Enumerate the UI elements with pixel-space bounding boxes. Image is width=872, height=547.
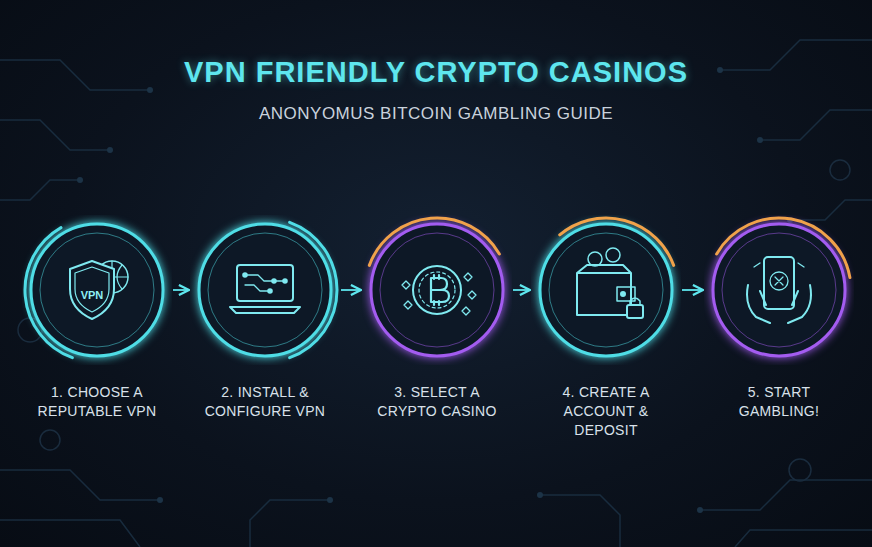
flow-arrow: [513, 289, 530, 291]
flow-arrow: [173, 289, 189, 291]
step-label: 2. INSTALL & CONFIGURE VPN: [195, 383, 335, 421]
step-icon: [70, 261, 128, 319]
step-label: 5. START GAMBLING!: [709, 383, 849, 421]
step-label: 4. CREATE A ACCOUNT & DEPOSIT: [536, 383, 676, 440]
step-icon: [230, 265, 300, 313]
step-icon: [577, 248, 643, 318]
step-node: 1. CHOOSE A REPUTABLE VPN: [22, 215, 172, 421]
step-icon: [747, 257, 811, 323]
icon-text: VPN: [81, 289, 104, 301]
subtitle: ANONYOMUS BITCOIN GAMBLING GUIDE: [0, 104, 872, 124]
step-node: 3. SELECT A CRYPTO CASINO: [362, 215, 512, 421]
step-ring: [362, 215, 512, 365]
step-node: 2. INSTALL & CONFIGURE VPN: [190, 215, 340, 421]
step-node: 4. CREATE A ACCOUNT & DEPOSIT: [531, 215, 681, 440]
step-label: 3. SELECT A CRYPTO CASINO: [367, 383, 507, 421]
step-ring: [190, 215, 340, 365]
title: VPN FRIENDLY CRYPTO CASINOS: [0, 56, 872, 89]
step-label: 1. CHOOSE A REPUTABLE VPN: [27, 383, 167, 421]
step-ring: [531, 215, 681, 365]
step-ring: [704, 215, 854, 365]
flow-arrow: [682, 289, 703, 291]
flow-arrow: [341, 289, 361, 291]
step-node: 5. START GAMBLING!: [704, 215, 854, 421]
step-icon: [402, 266, 476, 315]
